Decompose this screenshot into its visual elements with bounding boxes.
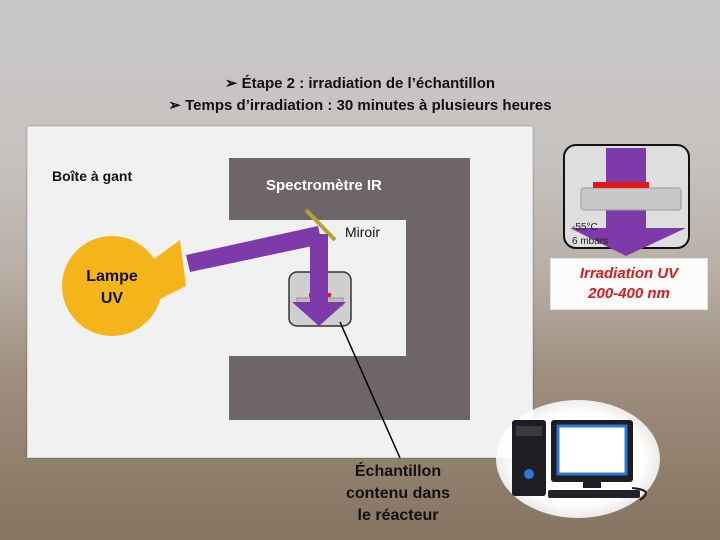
tower-panel xyxy=(516,426,542,436)
power-button xyxy=(524,469,534,479)
time-title: ➢ Temps d’irradiation : 30 minutes à plu… xyxy=(0,96,720,114)
sample-label-line1: Échantillon xyxy=(354,463,442,480)
mirror-label: Miroir xyxy=(345,224,380,240)
temperature-label: -55°C xyxy=(572,222,598,233)
step-title: ➢ Étape 2 : irradiation de l’échantillon xyxy=(0,74,720,92)
sample-label-line3: le réacteur xyxy=(357,507,439,524)
inset-sample-red xyxy=(593,182,649,188)
mirror xyxy=(304,208,337,242)
computer-cable xyxy=(631,487,647,501)
uv-lamp xyxy=(62,236,162,336)
uv-beam-horizontal xyxy=(186,226,322,272)
lamp-label: Lampe UV xyxy=(72,266,152,310)
uv-lamp-cone xyxy=(150,240,186,300)
glovebox-label: Boîte à gant xyxy=(52,168,133,184)
sample-label-line2: contenu dans xyxy=(345,485,450,502)
computer-tower xyxy=(512,420,546,496)
monitor-stand xyxy=(583,482,601,488)
lamp-label-line1: Lampe xyxy=(86,268,138,285)
time-title-text: Temps d’irradiation : 30 minutes à plusi… xyxy=(185,97,552,114)
irradiation-line2: 200-400 nm xyxy=(588,285,670,302)
irradiation-panel: Irradiation UV 200-400 nm xyxy=(550,258,708,310)
lamp-label-line2: UV xyxy=(100,290,124,307)
sample-label: Échantillon contenu dans le réacteur xyxy=(330,461,466,527)
irradiation-line1: Irradiation UV xyxy=(579,265,679,282)
keyboard xyxy=(548,490,640,498)
monitor-screen xyxy=(556,424,628,476)
uv-beam-down xyxy=(292,234,346,326)
pressure-label: 6 mbars xyxy=(572,236,609,247)
spectrometer-body xyxy=(229,158,470,420)
inset-window xyxy=(580,187,682,211)
bullet-icon: ➢ xyxy=(168,97,181,114)
inset-beam-head xyxy=(570,228,686,256)
step-title-text: Étape 2 : irradiation de l’échantillon xyxy=(241,75,496,92)
sample-pointer xyxy=(339,321,401,459)
bullet-icon: ➢ xyxy=(224,75,238,92)
spectrometer-label: Spectromètre IR xyxy=(266,177,382,194)
